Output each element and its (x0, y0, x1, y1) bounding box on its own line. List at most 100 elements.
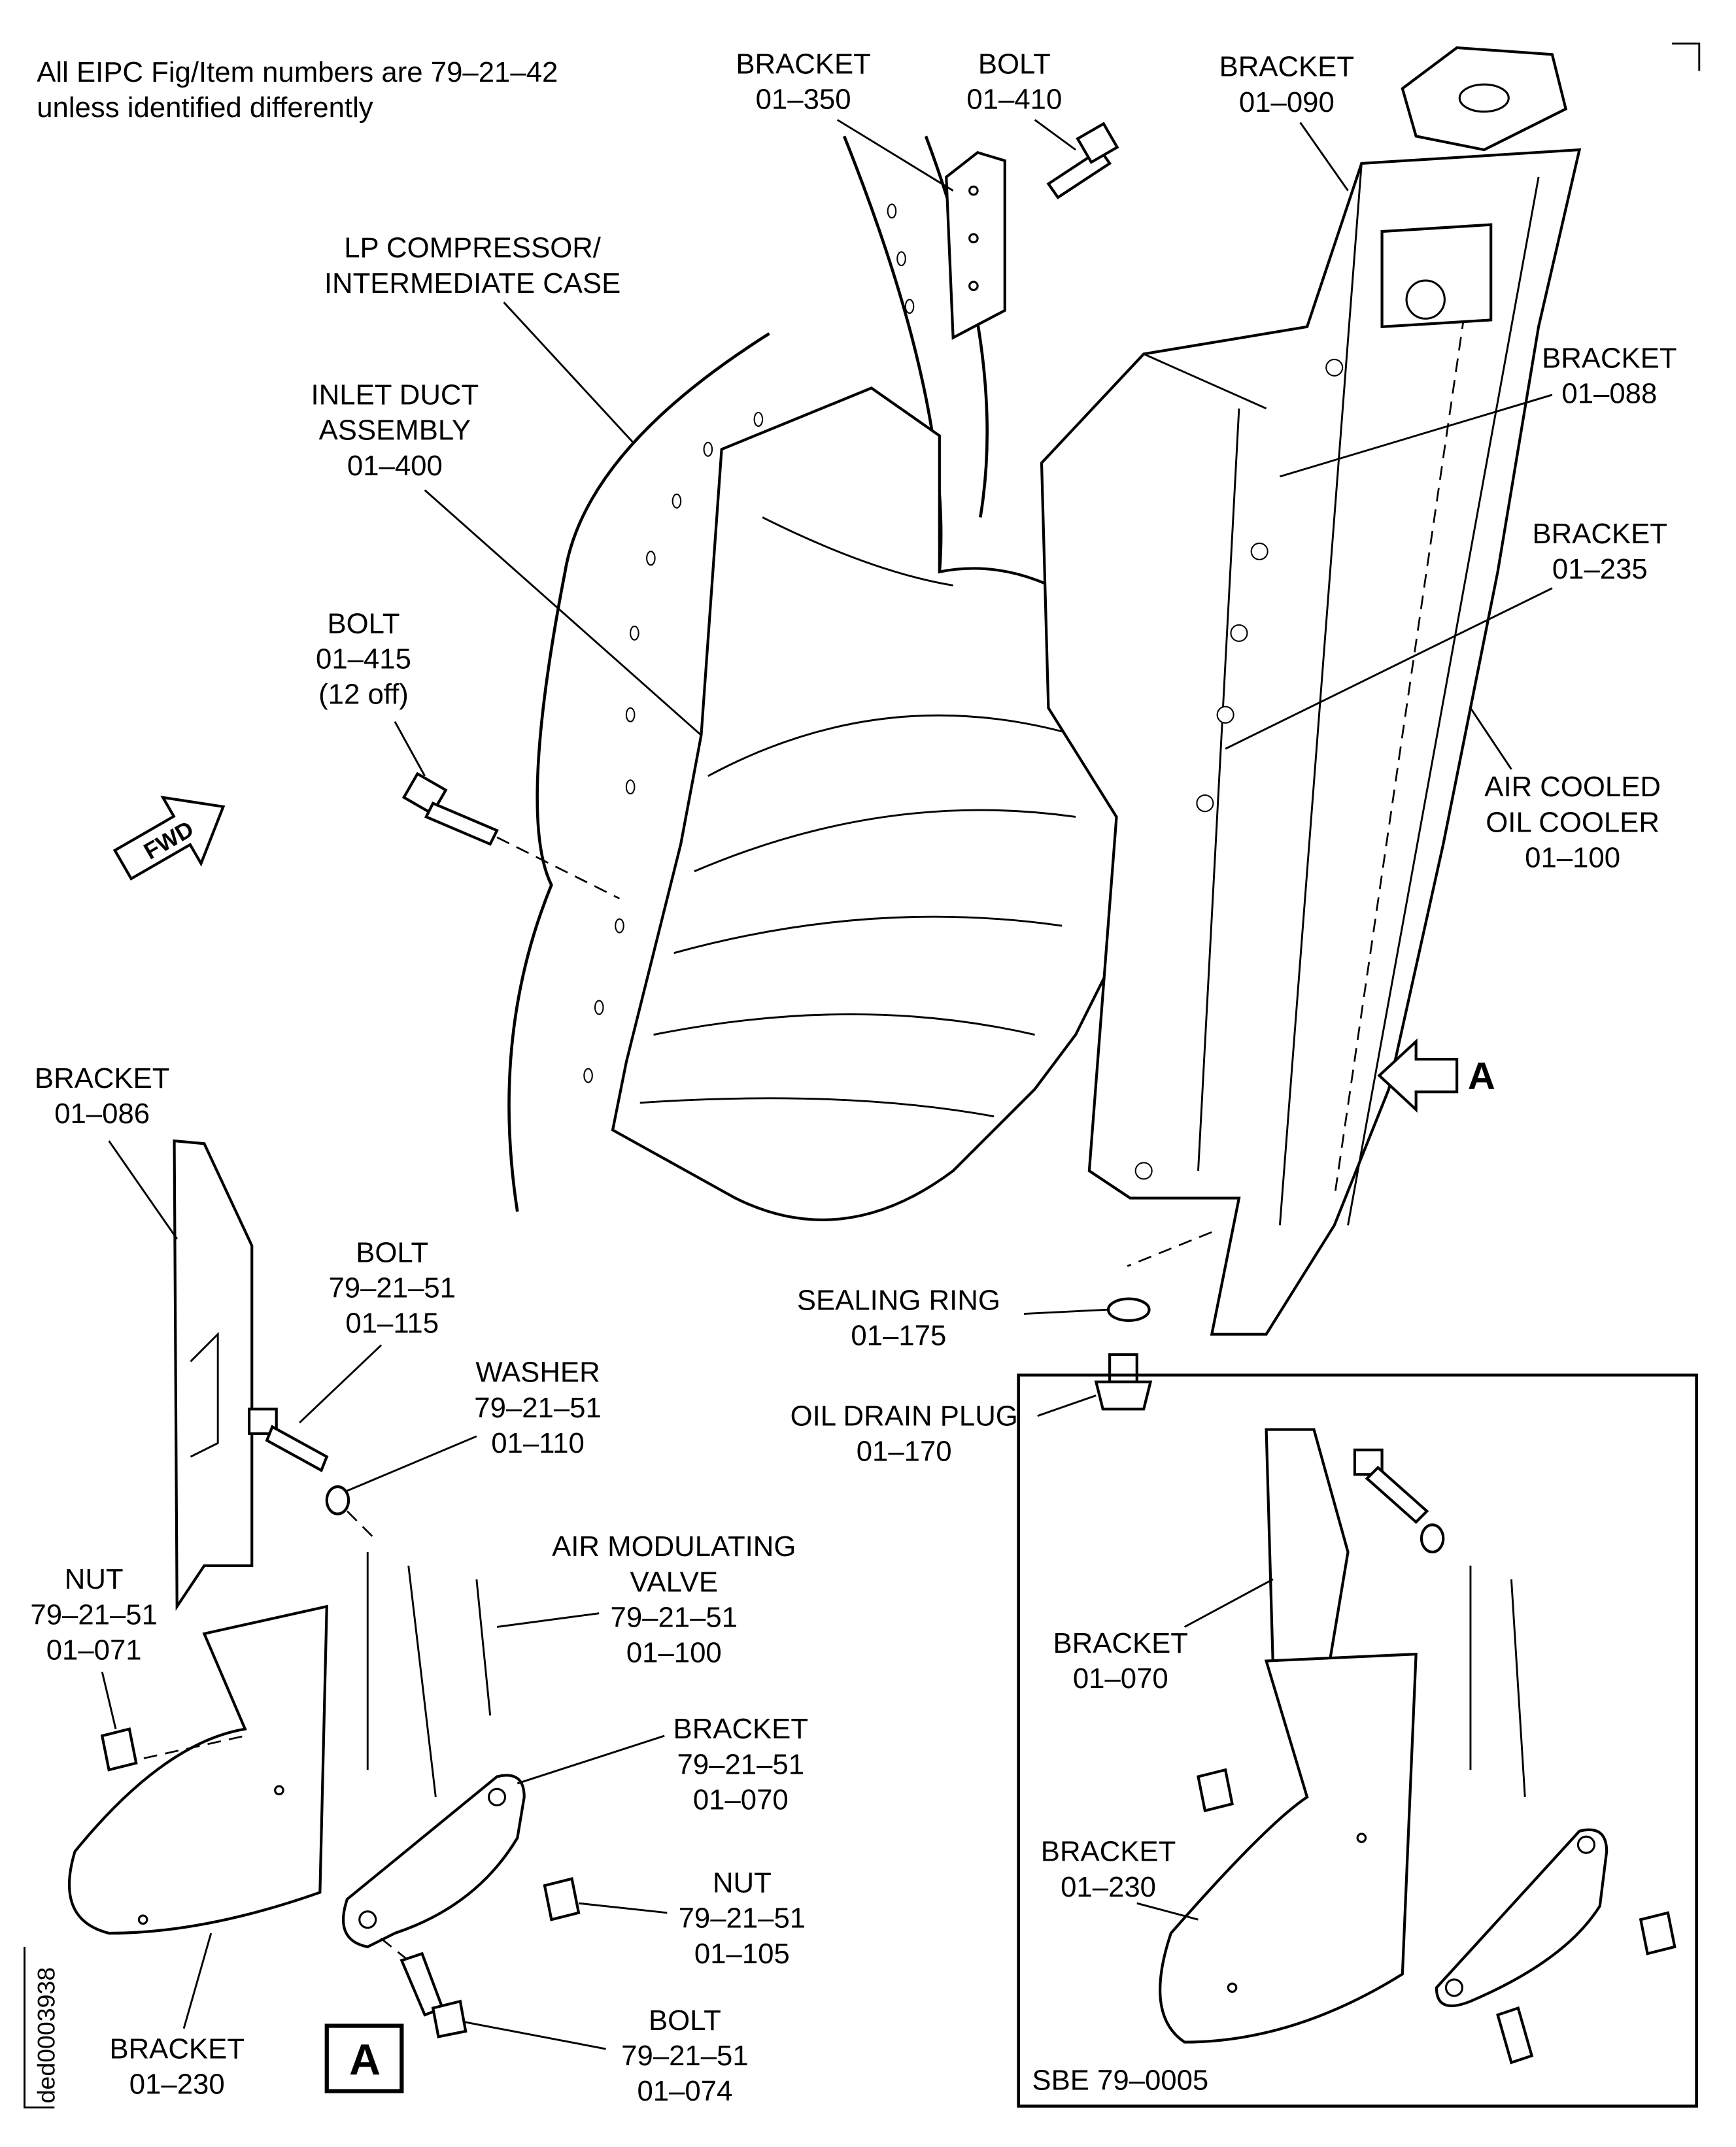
label-line: ASSEMBLY (319, 414, 471, 447)
label-bolt-01-410: BOLT 01–410 (966, 48, 1076, 151)
label-line: 01–175 (851, 1319, 946, 1351)
label-line: 01–170 (857, 1435, 952, 1467)
label-line: (12 off) (318, 679, 409, 711)
label-line: 01–115 (345, 1308, 439, 1340)
detail-a-box: A (324, 2023, 404, 2093)
drawing-id-mark (24, 1946, 55, 2109)
label-line: BRACKET (1041, 1836, 1176, 1868)
label-line: 01–110 (491, 1427, 585, 1459)
label-line: 01–410 (966, 84, 1062, 116)
svg-text:A: A (1468, 1055, 1495, 1098)
label-line: 01–086 (54, 1098, 150, 1130)
label-line: 01–105 (694, 1938, 790, 1970)
label-bolt-01-415: BOLT 01–415 (12 off) (316, 607, 426, 777)
label-line: 01–400 (347, 450, 443, 482)
label-line: 01–074 (637, 2075, 732, 2107)
label-lp-compressor-case: LP COMPRESSOR/INTERMEDIATE CASE (324, 232, 634, 443)
label-line: SEALING RING (797, 1284, 1000, 1316)
label-line: 01–350 (756, 84, 851, 116)
label-line: All EIPC Fig/Item numbers are 79–21–42 (37, 56, 558, 88)
bolt-01-410-part (1046, 122, 1119, 199)
label-line: 01–230 (129, 2069, 225, 2101)
label-line: 79–21–51 (621, 2040, 749, 2072)
label-line: 01–070 (693, 1784, 789, 1816)
label-line: 01–415 (316, 643, 411, 675)
label-line: LP COMPRESSOR/ (344, 232, 602, 264)
inset-caption: SBE 79–0005 (1032, 2064, 1208, 2096)
label-line: unless identified differently (37, 92, 373, 124)
label-line: BRACKET (109, 2033, 245, 2065)
label-line: BRACKET (1219, 51, 1355, 83)
svg-text:A: A (349, 2037, 381, 2085)
bracket-01-350-part (945, 150, 1006, 340)
svg-text:LP COMPRESSOR/INTERMEDIATE CAS: LP COMPRESSOR/INTERMEDIATE CASE (324, 232, 621, 299)
forward-direction-arrow: FWD (112, 796, 226, 881)
label-line: OIL COOLER (1486, 806, 1659, 838)
label-line: AIR MODULATING (552, 1530, 796, 1563)
label-line: BRACKET (1542, 342, 1677, 374)
label-line: AIR COOLED (1484, 771, 1661, 803)
label-line: BOLT (356, 1236, 428, 1268)
label-line: VALVE (630, 1566, 718, 1598)
label-bracket-01-086: BRACKET 01–086 (35, 1062, 178, 1240)
label-line: 79–21–51 (474, 1392, 602, 1424)
label-line: 01–100 (1525, 842, 1620, 874)
label-line: BOLT (649, 2004, 721, 2037)
label-line: 79–21–51 (679, 1902, 806, 1935)
label-line: BRACKET (673, 1713, 809, 1745)
detail-a-linework (67, 1139, 581, 2038)
label-line: BRACKET (1533, 518, 1668, 550)
general-note: All EIPC Fig/Item numbers are 79–21–42 un… (37, 56, 558, 124)
label-line: 01–235 (1552, 553, 1648, 585)
label-line: INLET DUCT (311, 379, 479, 411)
bolt-01-415-part (401, 771, 621, 900)
label-line: BRACKET (1053, 1627, 1189, 1659)
view-a-arrow: A (1377, 1038, 1495, 1113)
label-line: BRACKET (35, 1062, 170, 1094)
label-line: NUT (65, 1563, 124, 1595)
label-line: INTERMEDIATE CASE (324, 267, 621, 299)
label-line: BOLT (328, 607, 400, 639)
label-line: 01–088 (1561, 377, 1657, 409)
corner-mark (1672, 42, 1701, 71)
oil-cooler-part (1040, 46, 1582, 1336)
label-line: 79–21–51 (30, 1598, 158, 1631)
oil-drain-plug-part (1094, 1353, 1153, 1411)
label-line: BOLT (978, 48, 1051, 80)
sealing-ring-part (1106, 1297, 1151, 1323)
label-line: 01–071 (46, 1634, 142, 1666)
label-line: 79–21–51 (677, 1748, 805, 1780)
label-line: 01–100 (626, 1637, 722, 1669)
inlet-duct-assembly (611, 386, 1186, 1221)
